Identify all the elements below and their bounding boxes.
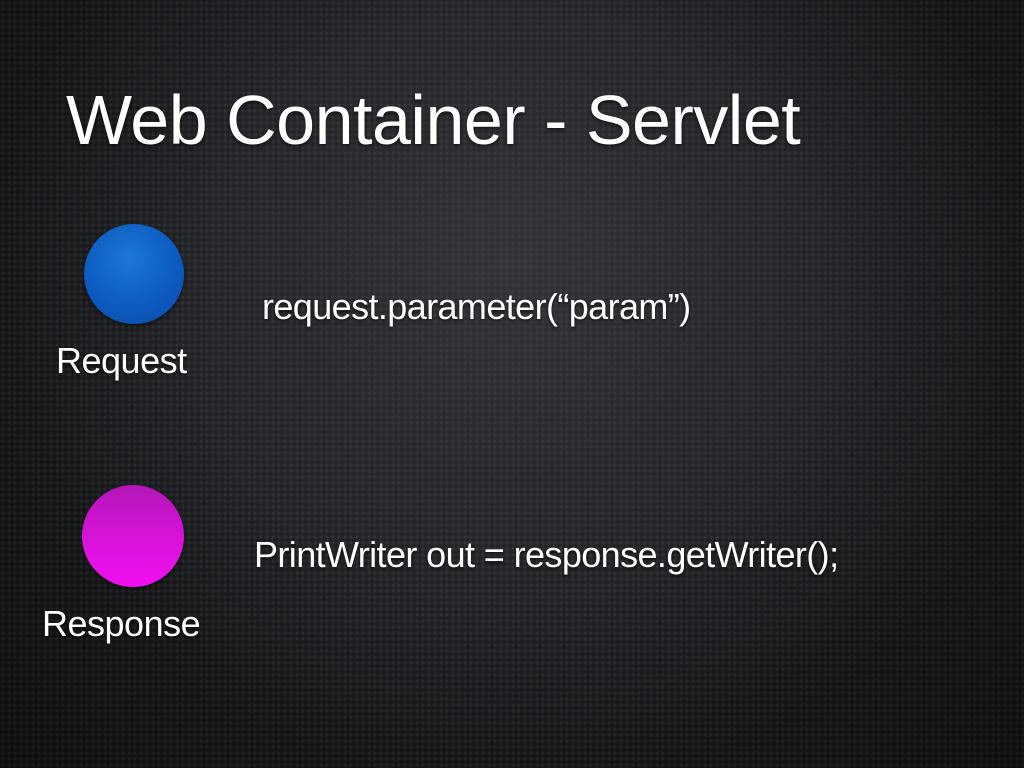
- request-label: Request: [56, 340, 187, 381]
- response-label: Response: [42, 603, 201, 644]
- request-circle-icon: [84, 224, 184, 324]
- response-circle-icon: [82, 485, 184, 587]
- request-code-text: request.parameter(“param”): [262, 286, 691, 327]
- response-code-text: PrintWriter out = response.getWriter();: [254, 534, 839, 575]
- slide-title: Web Container - Servlet: [66, 81, 801, 159]
